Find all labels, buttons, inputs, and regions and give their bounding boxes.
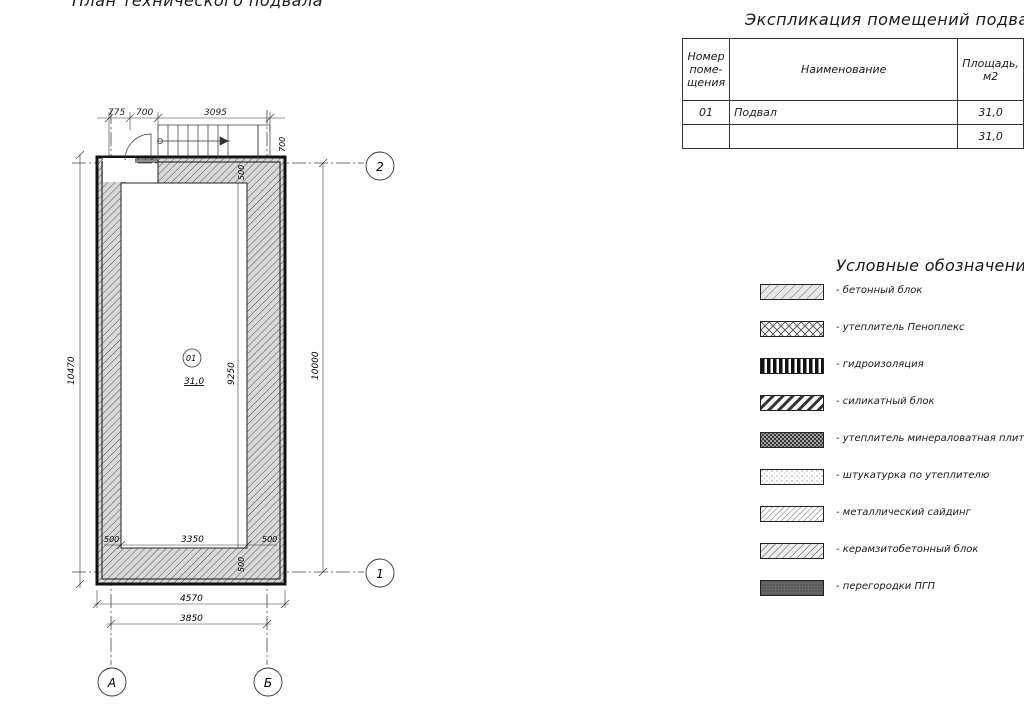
explication-title: Экспликация помещений подвала — [745, 10, 1024, 29]
dim-wall-left: 500 — [104, 535, 119, 544]
vertical-bars-swatch — [760, 358, 824, 374]
legend-label: - утеплитель минераловатная плита — [836, 433, 1024, 444]
row-area: 31,0 — [957, 100, 1024, 125]
row-area: 31,0 — [957, 124, 1024, 149]
legend-label: - утеплитель Пеноплекс — [836, 322, 965, 333]
dim-wall-right: 500 — [262, 535, 277, 544]
dim-wall-top: 500 — [237, 165, 246, 180]
staircase — [124, 124, 271, 161]
axis-label-a: А — [107, 676, 116, 690]
dim-top-3: 3095 — [204, 108, 227, 118]
dots-swatch — [760, 469, 824, 485]
legend-title: Условные обозначения: — [836, 256, 1024, 275]
dim-left: 10470 — [67, 356, 77, 385]
axis-label-b: Б — [264, 676, 272, 690]
dim-inner-bottom: 3350 — [181, 535, 204, 545]
left-dimension — [75, 150, 85, 589]
plan-title: План технического подвала — [72, 0, 324, 10]
legend-label: - бетонный блок — [836, 285, 923, 296]
right-dimension — [318, 158, 328, 577]
legend-label: - гидроизоляция — [836, 359, 924, 370]
axis-markers — [97, 151, 395, 697]
dim-inner-vertical: 9250 — [227, 362, 237, 385]
row-number — [681, 124, 731, 149]
legend-label: - металлический сайдинг — [836, 507, 971, 518]
dim-right-small: 700 — [278, 137, 287, 152]
header-area: Площадь, м2 — [957, 38, 1024, 101]
row-number: 01 — [681, 100, 731, 125]
dim-wall-bottom: 500 — [237, 557, 246, 572]
dim-right: 10000 — [311, 351, 321, 380]
top-dimensions — [97, 112, 285, 157]
legend-label: - керамзитобетонный блок — [836, 544, 979, 555]
thin-diagonal-swatch — [760, 506, 824, 522]
legend-label: - штукатурка по утеплителю — [836, 470, 990, 481]
room-area: 31,0 — [184, 377, 204, 387]
table-header-row: Номер поме-щения Наименование Площадь, м… — [681, 38, 1024, 101]
mixed-diagonal-swatch — [760, 543, 824, 559]
explication-table: Номер поме-щения Наименование Площадь, м… — [681, 38, 1024, 149]
dim-top-1: 775 — [108, 108, 125, 118]
inner-bottom-dimension — [104, 540, 277, 550]
header-name: Наименование — [729, 38, 959, 101]
legend-label: - силикатный блок — [836, 396, 935, 407]
dim-overall-bottom: 4570 — [180, 594, 203, 604]
dim-axes-bottom: 3850 — [180, 614, 203, 624]
axis-label-1: 1 — [376, 567, 384, 581]
dim-top-2: 700 — [136, 108, 153, 118]
table-row: 31,0 — [681, 124, 1024, 149]
basement-walls — [95, 155, 287, 586]
crosshatch-swatch — [760, 321, 824, 337]
room-number-marker — [182, 348, 202, 368]
row-name: Подвал — [729, 100, 959, 125]
axis-label-2: 2 — [376, 160, 384, 174]
concrete-swatch — [760, 284, 824, 300]
dense-crosshatch-swatch — [760, 432, 824, 448]
dark-fill-swatch — [760, 580, 824, 596]
bottom-dimensions — [92, 590, 290, 629]
header-number: Номер поме-щения — [681, 38, 731, 101]
room-number: 01 — [186, 354, 196, 363]
bold-diagonal-swatch — [760, 395, 824, 411]
row-name — [729, 124, 959, 149]
table-row: 01 Подвал 31,0 — [681, 100, 1024, 125]
legend-label: - перегородки ПГП — [836, 581, 936, 592]
